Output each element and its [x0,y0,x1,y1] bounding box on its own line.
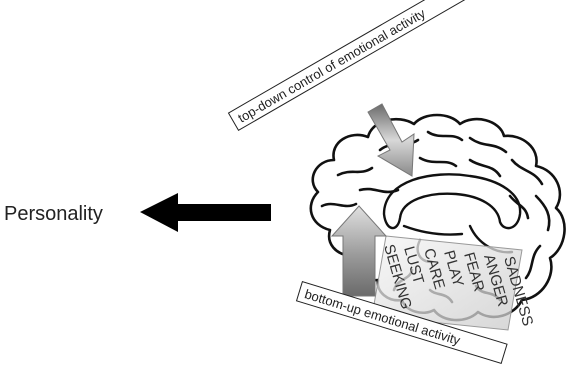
top-down-label: top-down control of emotional activity [235,5,428,125]
emotional-systems-panel [371,235,523,331]
output-arrow [140,193,271,232]
top-down-label-box: top-down control of emotional activity [227,0,496,132]
bottom-up-arrow [330,205,388,297]
top-down-arrow [367,103,415,177]
personality-label: Personality [4,203,103,225]
